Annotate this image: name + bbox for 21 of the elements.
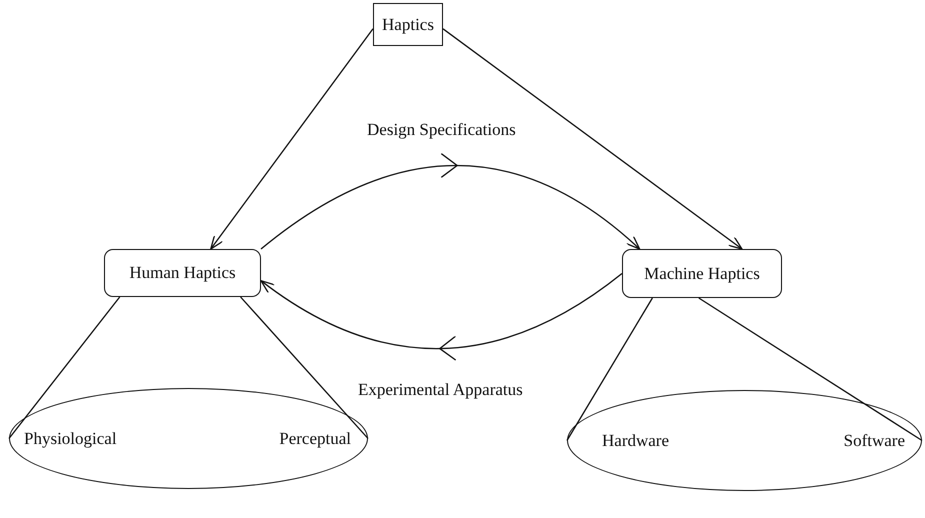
cone-line [240, 296, 368, 439]
node-label: Machine Haptics [644, 264, 760, 284]
node-label: Haptics [382, 14, 434, 34]
category-box [622, 249, 782, 298]
edge-label: Design Specifications [365, 120, 518, 140]
edge-label: Experimental Apparatus [356, 380, 525, 400]
node-label: Physiological [24, 428, 117, 448]
node-label: Human Haptics [129, 263, 236, 283]
arrow [210, 28, 374, 250]
node-label: Perceptual [279, 428, 351, 448]
category-box [104, 249, 261, 297]
cone-line [8, 296, 120, 439]
node-label: Software [844, 430, 905, 450]
arrow [442, 28, 743, 250]
topic-ellipse [567, 390, 922, 491]
title-box [373, 3, 443, 46]
curved-arrow [260, 272, 622, 360]
node-label: Hardware [602, 430, 670, 450]
curved-arrow [260, 154, 640, 250]
cone-line [698, 297, 922, 442]
cone-line [566, 298, 653, 441]
